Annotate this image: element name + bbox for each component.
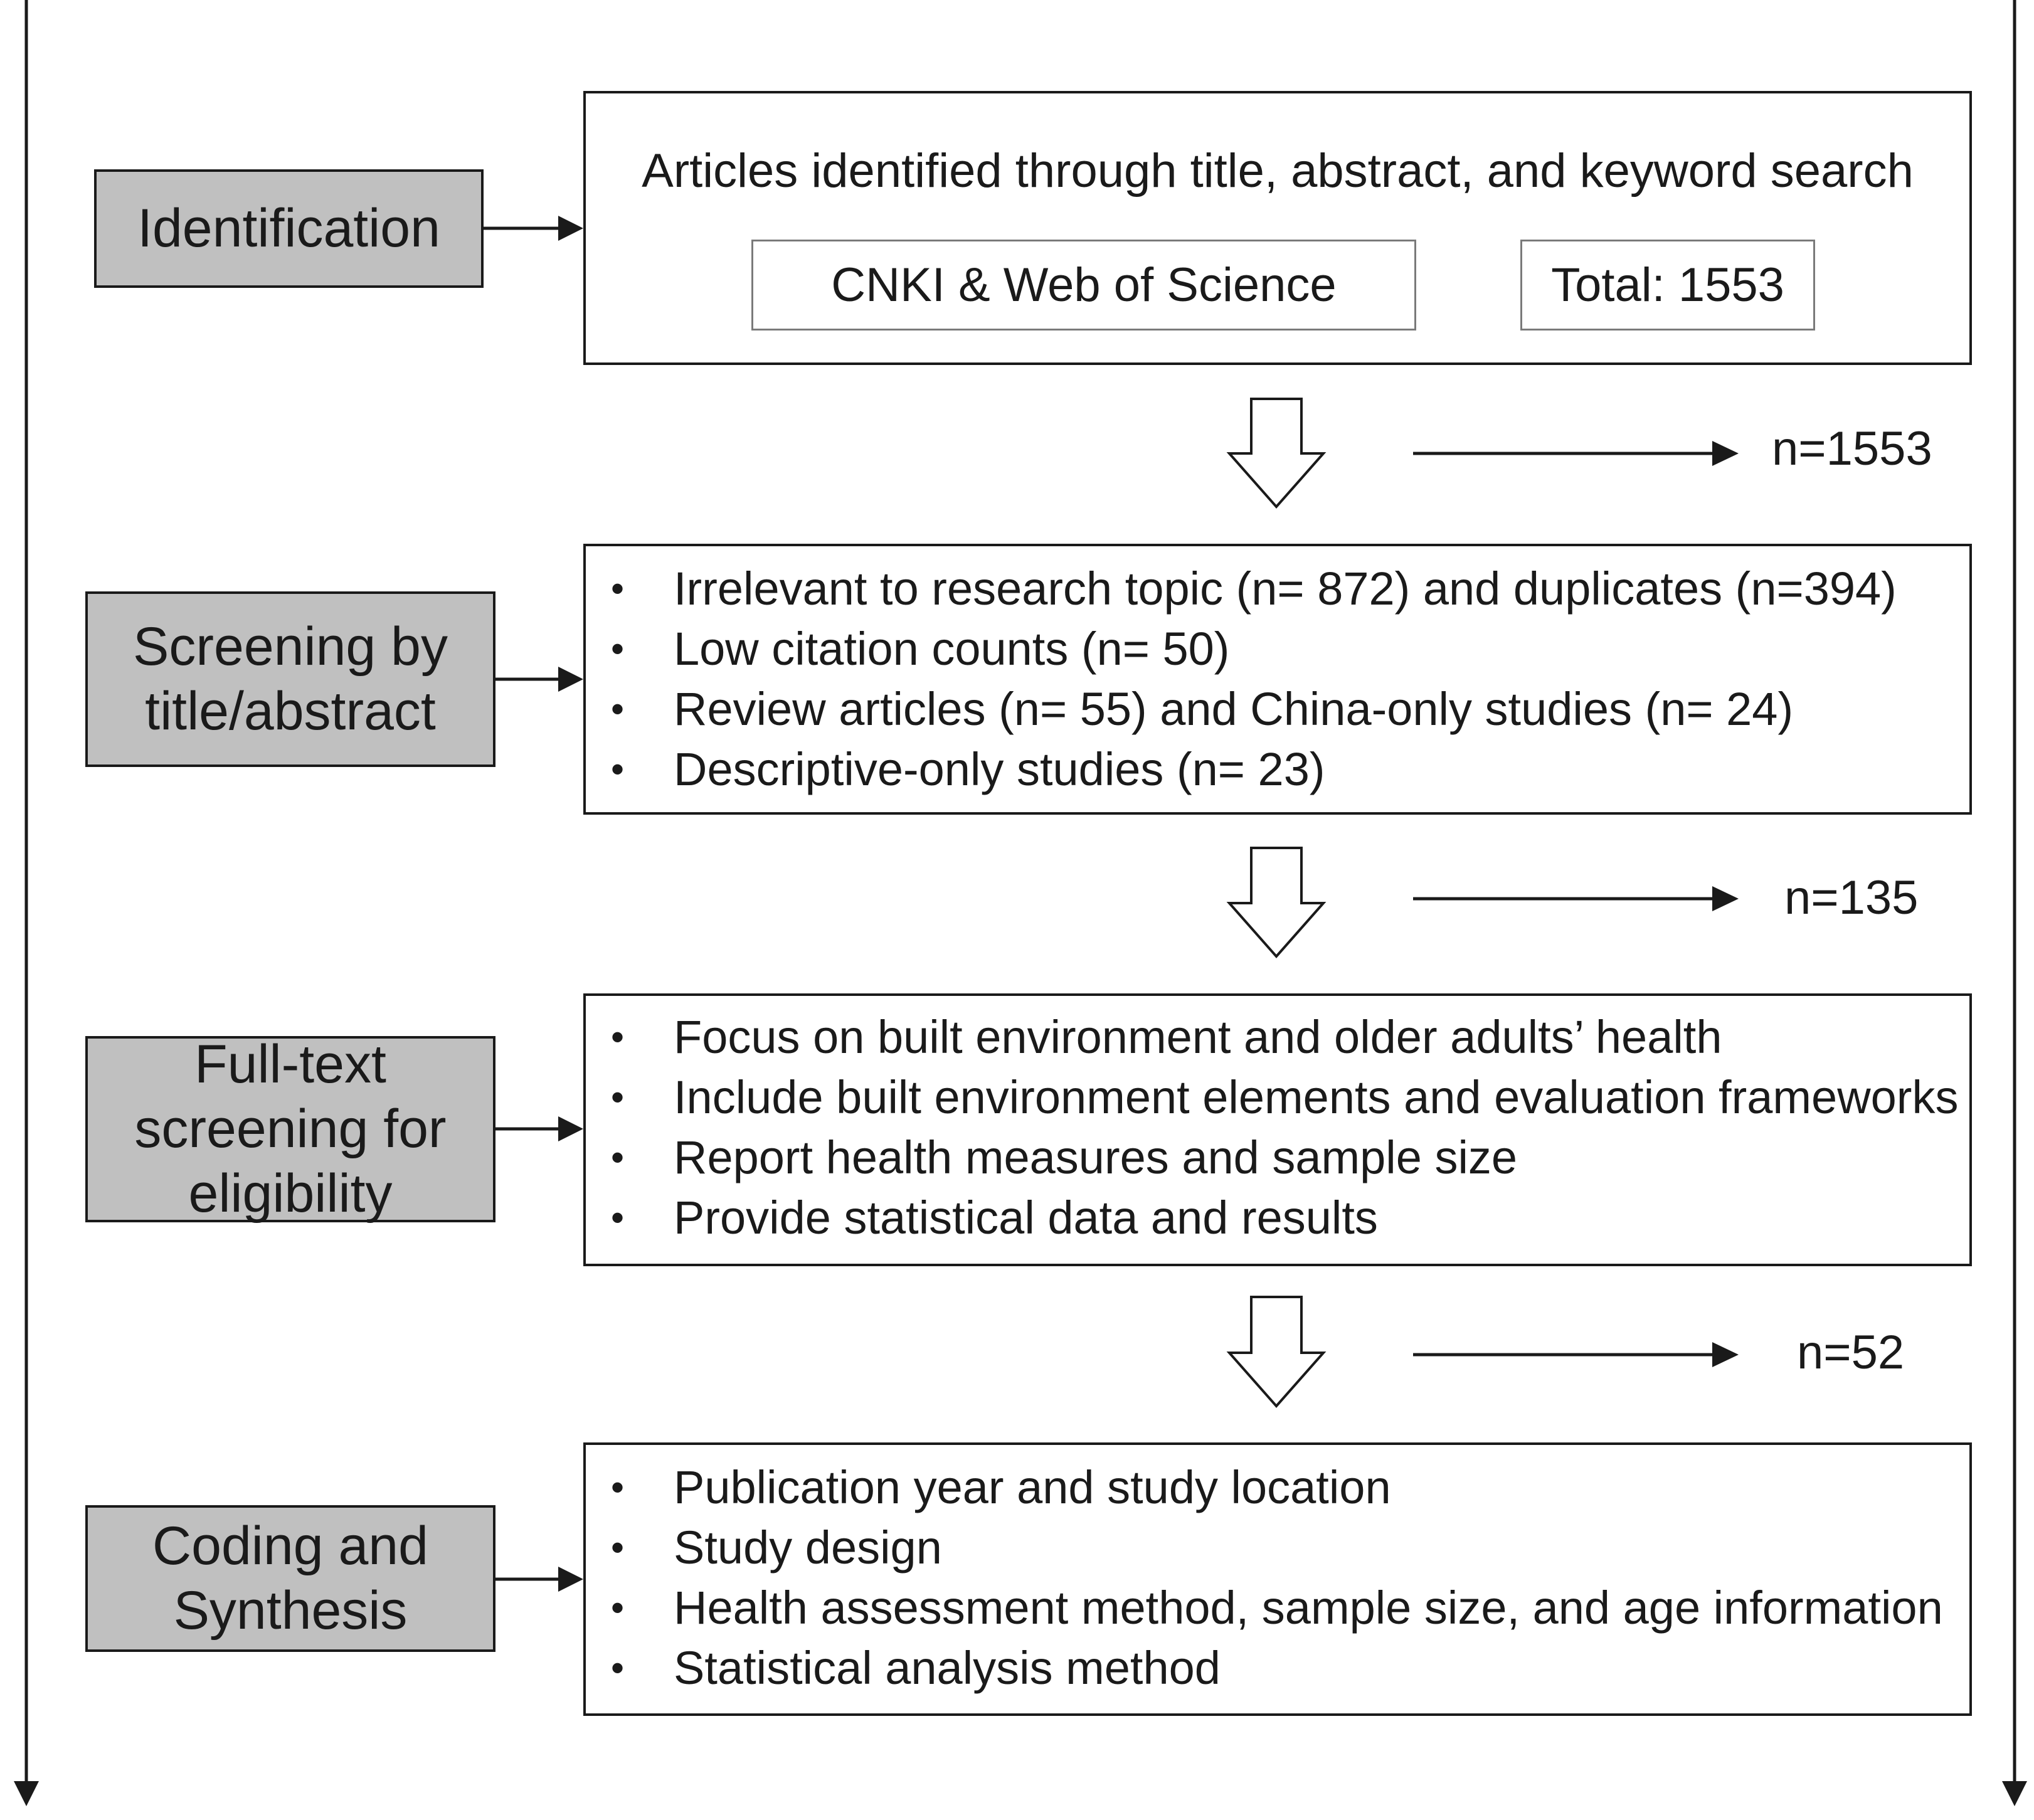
stage-identification: Identification: [94, 169, 484, 288]
list-item: Report health measures and sample size: [611, 1128, 1954, 1188]
source-box: CNKI & Web of Science: [751, 240, 1416, 331]
stage-eligibility: Full-text screening for eligibility: [85, 1034, 495, 1224]
stage-arrow-coding: [495, 1567, 583, 1592]
identification-title: Articles identified through title, abstr…: [642, 144, 1914, 198]
block-down-arrow-2: [1226, 847, 1327, 959]
left-timeline-arrow: [14, 0, 39, 1806]
count-label-1: n=1553: [1772, 422, 1932, 475]
list-item: Publication year and study location: [611, 1458, 1954, 1518]
count-label-3: n=52: [1797, 1326, 1905, 1379]
screening-box: Irrelevant to research topic (n= 872) an…: [583, 544, 1972, 815]
list-item: Health assessment method, sample size, a…: [611, 1578, 1954, 1638]
list-item: Focus on built environment and older adu…: [611, 1007, 1954, 1067]
count-label-2: n=135: [1784, 871, 1919, 924]
count-arrow-1: [1413, 441, 1739, 466]
stage-arrow-identification: [483, 216, 583, 241]
list-item: Study design: [611, 1518, 1954, 1578]
list-item: Review articles (n= 55) and China-only s…: [611, 679, 1954, 739]
list-item: Include built environment elements and e…: [611, 1067, 1958, 1128]
stage-arrow-screening: [495, 667, 583, 692]
identification-box: Articles identified through title, abstr…: [583, 91, 1972, 365]
eligibility-box: Focus on built environment and older adu…: [583, 993, 1972, 1266]
list-item: Statistical analysis method: [611, 1638, 1954, 1698]
list-item: Low citation counts (n= 50): [611, 619, 1954, 679]
screening-list: Irrelevant to research topic (n= 872) an…: [611, 559, 1954, 800]
stage-coding: Coding and Synthesis: [85, 1505, 495, 1652]
list-item: Descriptive-only studies (n= 23): [611, 739, 1954, 800]
right-timeline-arrow: [2002, 0, 2027, 1806]
list-item: Provide statistical data and results: [611, 1188, 1954, 1248]
coding-box: Publication year and study location Stud…: [583, 1442, 1972, 1716]
count-arrow-3: [1413, 1342, 1739, 1367]
list-item: Irrelevant to research topic (n= 872) an…: [611, 559, 1954, 619]
stage-arrow-eligibility: [495, 1116, 583, 1141]
eligibility-list: Focus on built environment and older adu…: [611, 1007, 1958, 1248]
block-down-arrow-1: [1226, 398, 1327, 509]
block-down-arrow-3: [1226, 1296, 1327, 1409]
coding-list: Publication year and study location Stud…: [611, 1458, 1954, 1698]
count-arrow-2: [1413, 886, 1739, 911]
stage-screening: Screening by title/abstract: [85, 591, 495, 767]
total-box: Total: 1553: [1520, 240, 1815, 331]
